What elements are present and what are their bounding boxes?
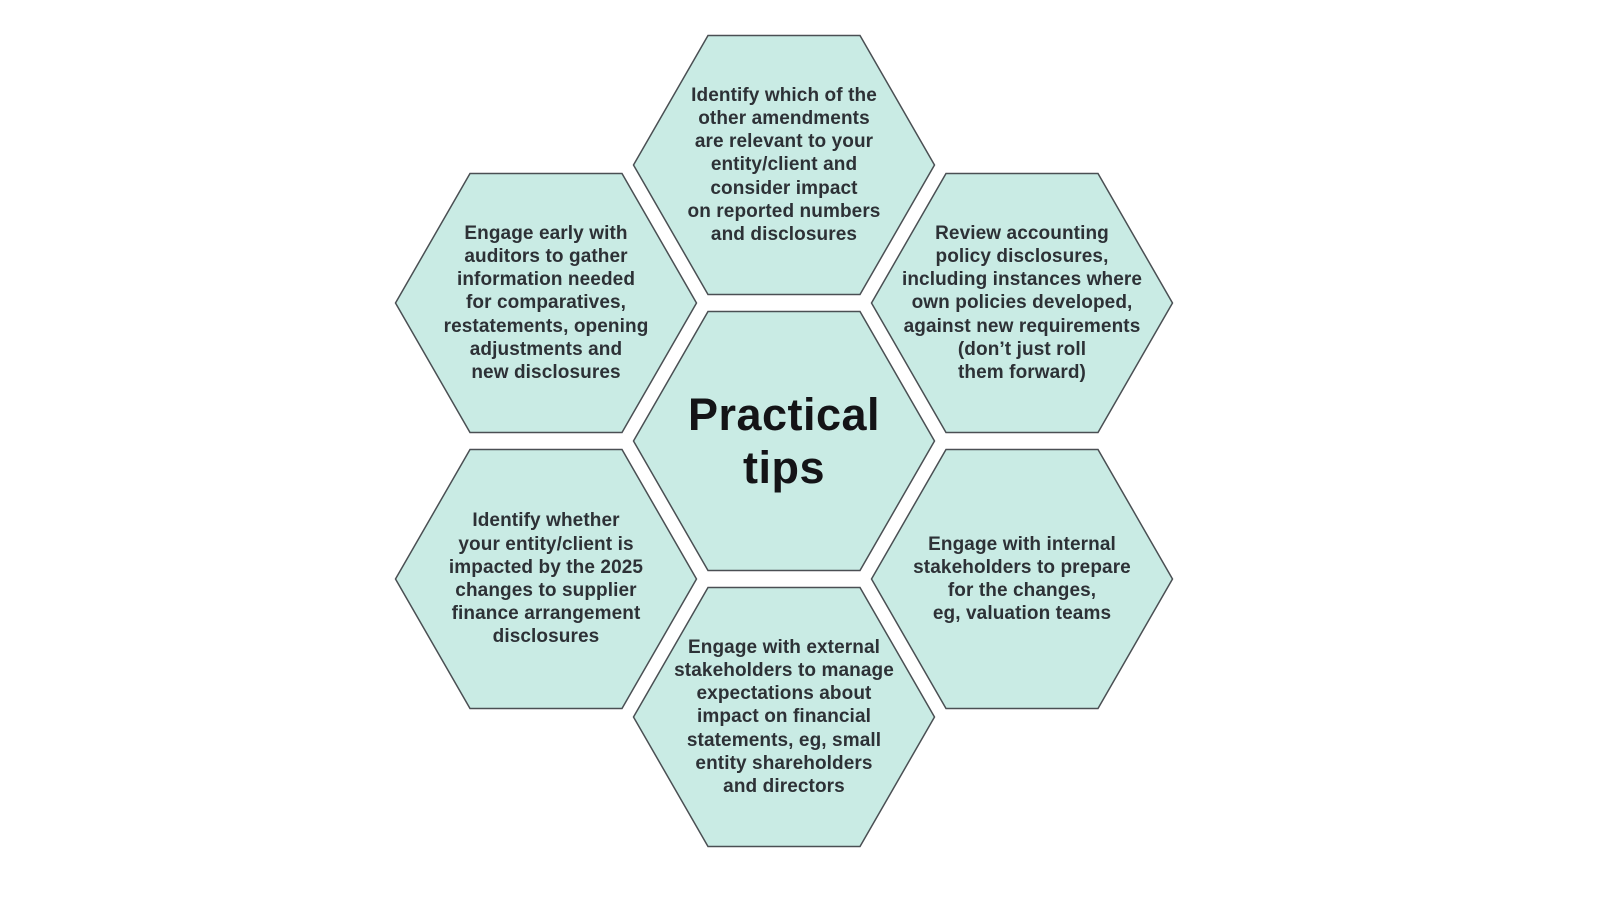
tip-text-upper-right: Review accounting policy disclosures, in… <box>901 222 1143 383</box>
tip-text-lower-left: Identify whether your entity/client is i… <box>448 510 644 648</box>
hexagon-tip-lower-left: Identify whether your entity/client is i… <box>394 448 698 710</box>
tip-text-bottom: Engage with external stakeholders to man… <box>674 636 894 797</box>
hexagon-tip-lower-right: Engage with internal stakeholders to pre… <box>870 448 1174 710</box>
hexagon-shape <box>632 586 936 848</box>
tip-text-upper-left: Engage early with auditors to gather inf… <box>443 222 649 383</box>
hexagon-tip-upper-left: Engage early with auditors to gather inf… <box>394 172 698 434</box>
hexagon-shape <box>394 448 698 710</box>
tip-text-lower-right: Engage with internal stakeholders to pre… <box>913 533 1131 625</box>
hexagon-center-title: Practical tips <box>632 310 936 572</box>
hexagon-shape <box>870 172 1174 434</box>
hexagon-shape <box>632 34 936 296</box>
hexagon-tip-bottom: Engage with external stakeholders to man… <box>632 586 936 848</box>
hexagon-tip-top: Identify which of the other amendments a… <box>632 34 936 296</box>
diagram-title: Practical tips <box>687 388 881 493</box>
hexagon-shape <box>870 448 1174 710</box>
hexagon-shape <box>632 310 936 572</box>
hexagon-shape <box>394 172 698 434</box>
tip-text-top: Identify which of the other amendments a… <box>687 84 881 245</box>
hexagon-tip-upper-right: Review accounting policy disclosures, in… <box>870 172 1174 434</box>
